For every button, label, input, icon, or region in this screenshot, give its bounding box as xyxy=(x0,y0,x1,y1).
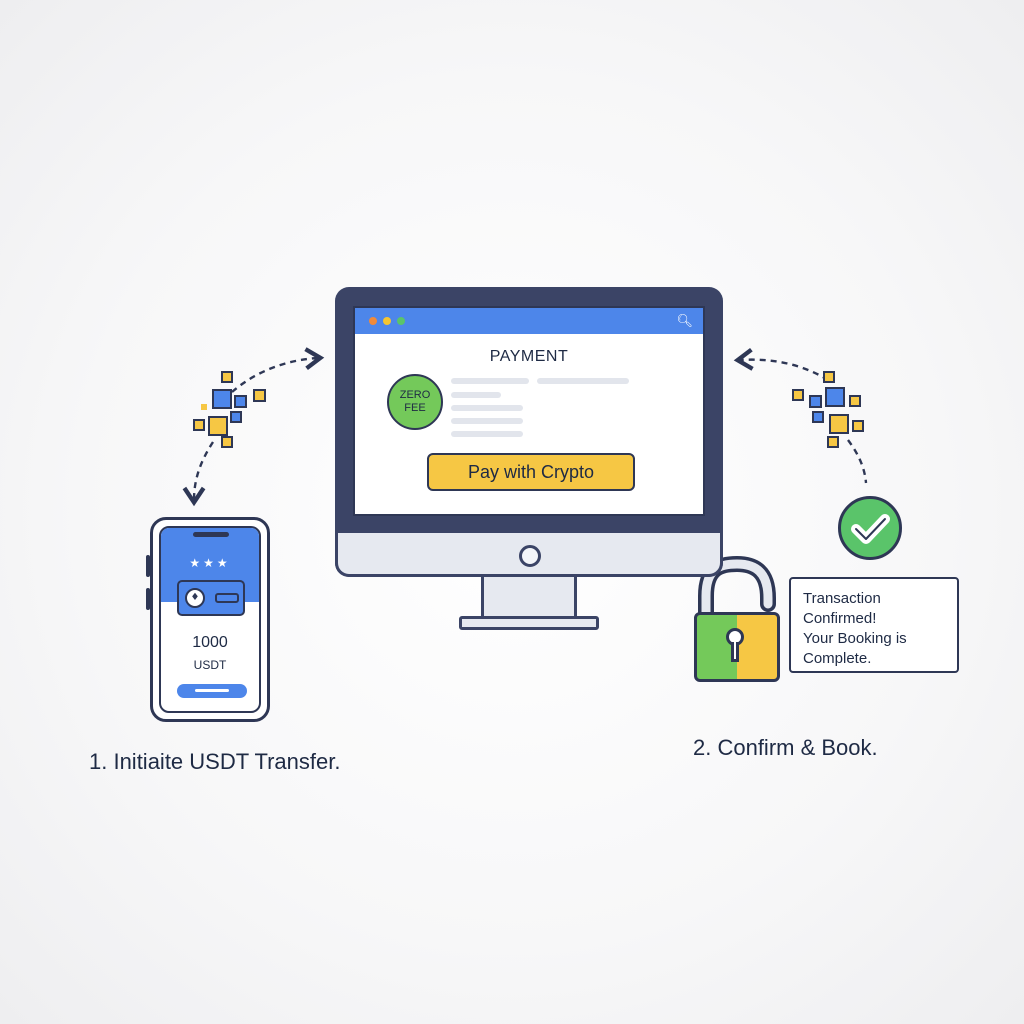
wallet-amount: 1000 xyxy=(192,634,228,651)
placeholder-line xyxy=(451,405,523,411)
message-line: Your Booking is xyxy=(803,630,907,647)
placeholder-line xyxy=(537,378,629,384)
pay-with-crypto-button[interactable]: Pay with Crypto xyxy=(427,453,635,491)
monitor-base xyxy=(459,616,599,630)
placeholder-line xyxy=(451,418,523,424)
window-maximize-icon[interactable] xyxy=(397,317,405,325)
message-line: Complete. xyxy=(803,650,872,667)
placeholder-line xyxy=(451,378,529,384)
arrow-to-check xyxy=(847,439,868,484)
monitor-stand xyxy=(481,577,577,619)
confirmation-message: Transaction Confirmed! Your Booking is C… xyxy=(789,577,959,673)
browser-toolbar: 🔍︎ xyxy=(355,308,703,334)
step-1-caption: 1. Initiaite USDT Transfer. xyxy=(89,749,341,774)
keyhole-stem xyxy=(731,642,739,662)
placeholder-line xyxy=(451,392,501,398)
stars-icon: ★★★ xyxy=(189,556,231,570)
badge-line-2: FEE xyxy=(404,402,426,414)
arrow-from-monitor xyxy=(733,347,829,382)
wallet-currency: USDT xyxy=(193,658,227,672)
search-icon[interactable]: 🔍︎ xyxy=(676,314,693,329)
arrow-to-phone xyxy=(182,441,215,507)
checkmark-icon xyxy=(838,496,902,560)
phone-side-button xyxy=(146,555,150,577)
browser-window: 🔍︎ PAYMENT ZERO FEE Pay with Crypto xyxy=(353,306,705,516)
pixel-cluster-left-icon xyxy=(193,371,266,448)
window-close-icon[interactable] xyxy=(369,317,377,325)
phone: ★★★ ♦ 1000 USDT xyxy=(150,517,270,722)
wallet-icon: ♦ xyxy=(177,580,245,616)
coin-icon: ♦ xyxy=(185,588,205,608)
window-minimize-icon[interactable] xyxy=(383,317,391,325)
step-2-caption: 2. Confirm & Book. xyxy=(693,735,878,760)
message-line: Transaction xyxy=(803,590,881,607)
zero-fee-badge: ZERO FEE xyxy=(387,374,443,430)
phone-side-button xyxy=(146,588,150,610)
send-button[interactable] xyxy=(177,684,247,698)
payment-title: PAYMENT xyxy=(489,348,569,365)
arrow-to-monitor xyxy=(231,347,325,393)
phone-notch xyxy=(193,532,229,537)
wallet-strap xyxy=(215,593,239,603)
camera-icon xyxy=(519,545,541,567)
pixel-cluster-right-icon xyxy=(792,371,864,448)
placeholder-line xyxy=(451,431,523,437)
phone-screen: ★★★ ♦ 1000 USDT xyxy=(159,526,261,713)
badge-line-1: ZERO xyxy=(399,389,431,401)
message-line: Confirmed! xyxy=(803,610,877,627)
checkmark-glyph xyxy=(851,514,890,544)
